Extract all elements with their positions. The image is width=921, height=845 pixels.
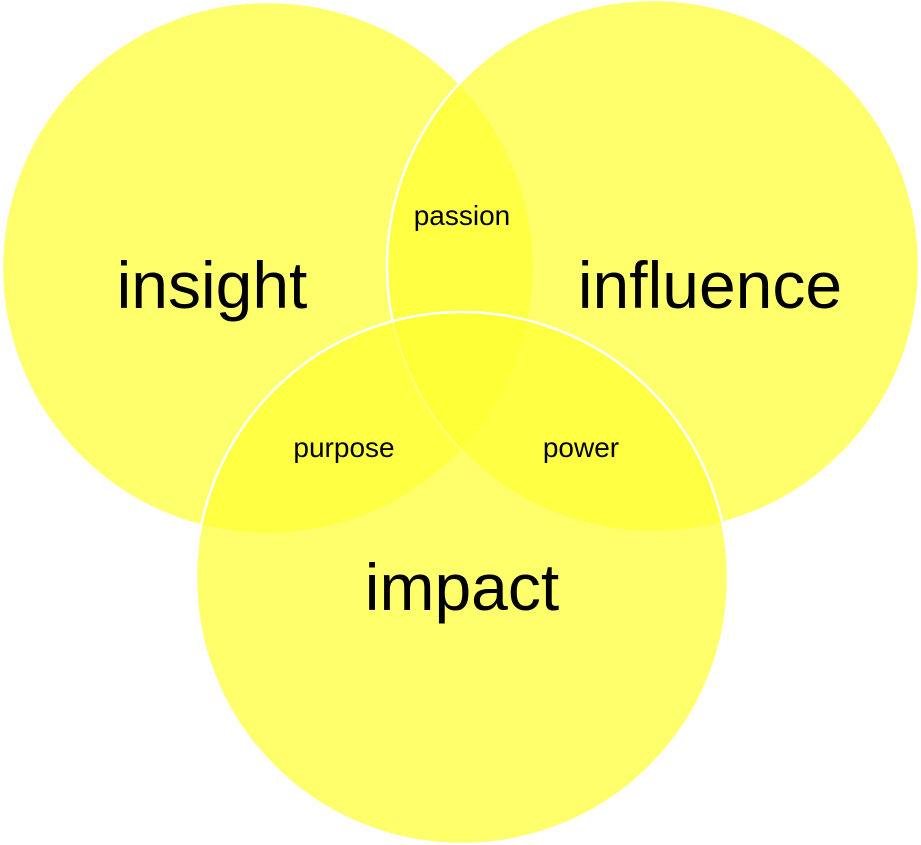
label-insight: insight	[117, 248, 308, 322]
label-passion: passion	[414, 200, 511, 231]
label-purpose: purpose	[293, 432, 394, 463]
label-power: power	[543, 432, 619, 463]
circle-impact	[194, 310, 730, 845]
label-influence: influence	[578, 248, 842, 322]
label-impact: impact	[365, 550, 559, 624]
